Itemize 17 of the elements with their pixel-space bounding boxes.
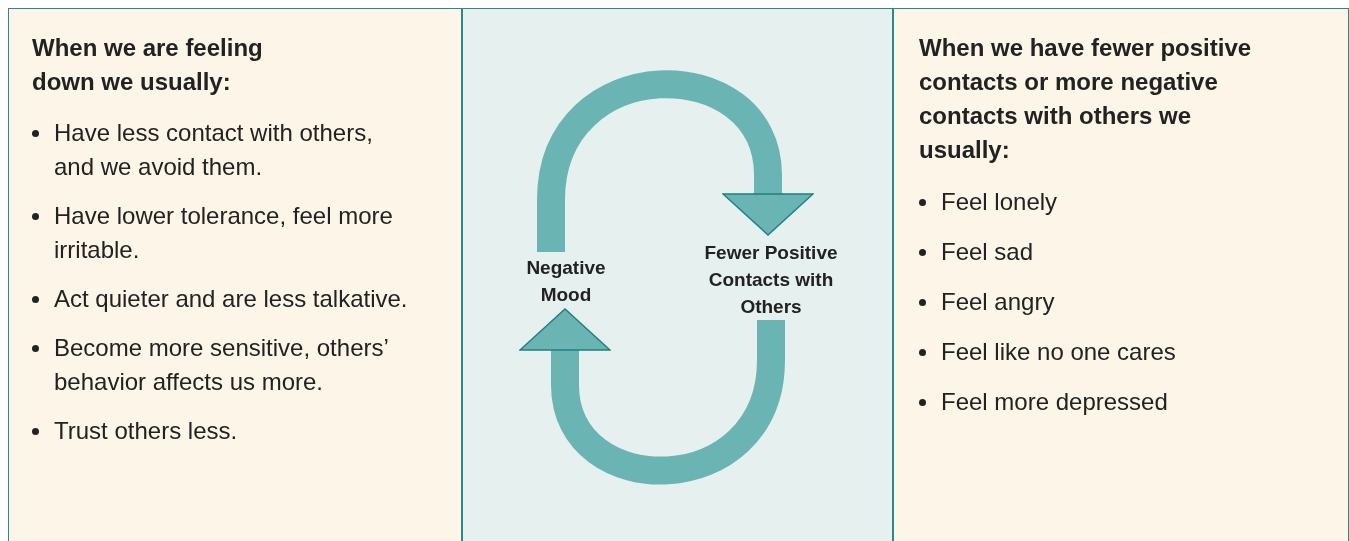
panel-heading: When we are feeling down we usually: — [32, 33, 264, 97]
text-panel — [8, 8, 462, 541]
bullet-text: Become more sensitive, others’ behavior affects us more. — [54, 333, 389, 397]
bullet-text: Feel more depressed — [941, 387, 1169, 417]
cycle-arrow — [537, 70, 814, 252]
text-panel — [893, 8, 1349, 541]
bullet-text: Feel sad — [941, 237, 1035, 267]
bullet-text: Feel lonely — [941, 187, 1059, 217]
bullet-text: Act quieter and are less talkative. — [54, 284, 409, 314]
bullet-text: Have less contact with others, and we avoid them. — [54, 118, 374, 182]
cycle-label: Negative Mood — [516, 253, 616, 309]
bullet-text: Trust others less. — [54, 416, 239, 446]
cycle-label: Fewer Positive Contacts with Others — [691, 237, 851, 321]
bullet-text: Have lower tolerance, feel more irritable. — [54, 201, 394, 265]
bullet-text: Feel angry — [941, 287, 1056, 317]
bullet-text: Feel like no one cares — [941, 337, 1177, 367]
panel-heading: When we have fewer positive contacts or more negative contacts with others we usually: — [919, 33, 1253, 165]
